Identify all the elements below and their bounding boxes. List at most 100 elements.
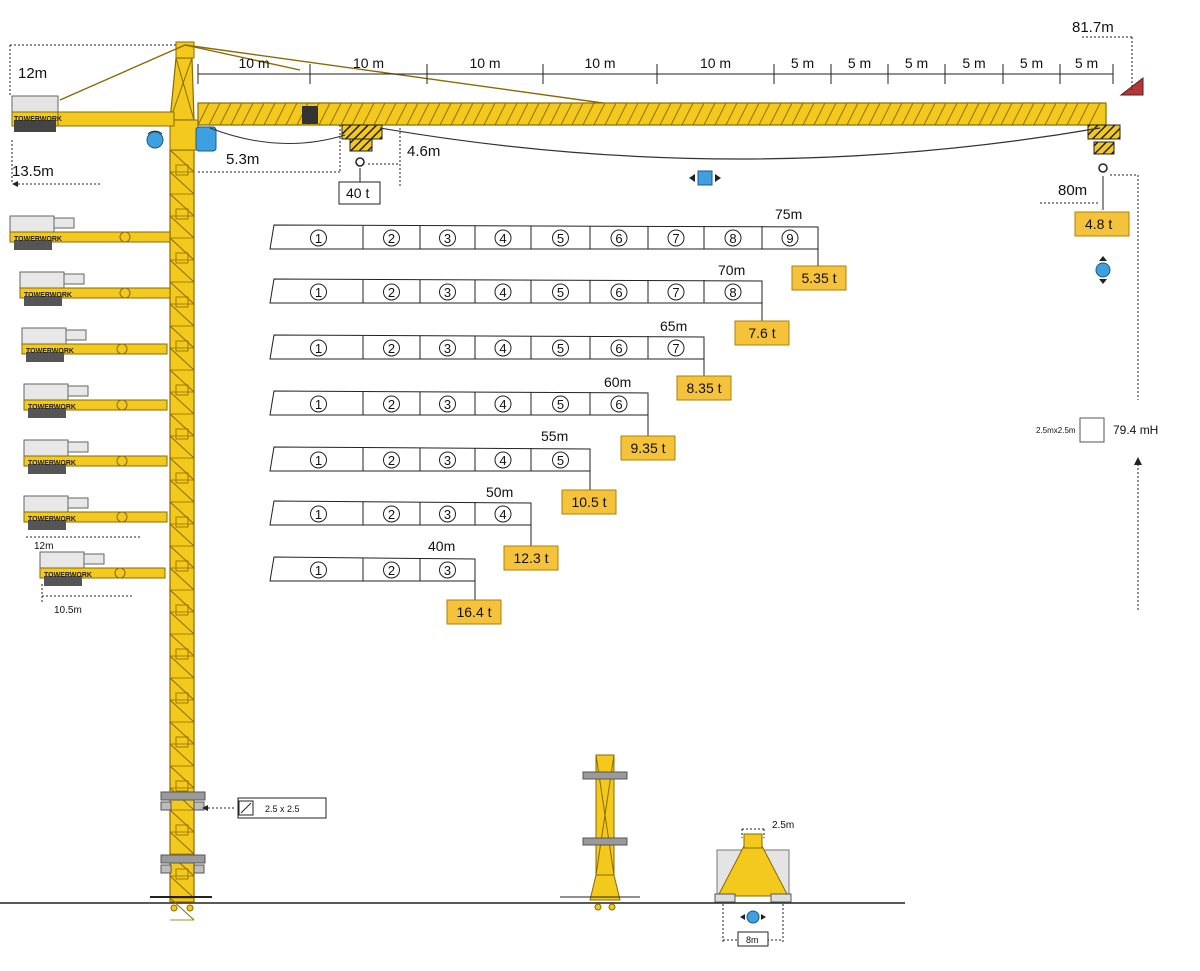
- section-number-circle: [552, 395, 569, 413]
- config-tip-load-box: [620, 435, 676, 461]
- section-number-circle: [494, 229, 512, 247]
- config-tip-load-box: [676, 375, 732, 401]
- counter-jib-main: [11, 95, 175, 132]
- config-length-label: 70m: [718, 262, 745, 278]
- config-length-label: 75m: [775, 206, 802, 222]
- section-number: 6: [615, 231, 622, 246]
- hoist-rope-back: [209, 127, 346, 145]
- section-number: 9: [786, 231, 793, 246]
- section-number: 2: [388, 341, 395, 356]
- config-length-label: 60m: [604, 374, 631, 390]
- section-number-circle: [781, 229, 799, 247]
- mast-detail: [560, 754, 640, 911]
- section-number: 3: [444, 285, 451, 300]
- config-length-label: 65m: [660, 318, 687, 334]
- section-number: 3: [444, 507, 451, 522]
- base-width-box: [737, 931, 769, 947]
- top-segment-label: 5 m: [1020, 55, 1043, 71]
- section-number-circle: [667, 339, 685, 357]
- label-hook-height: 4.6m: [407, 143, 440, 160]
- section-number: 3: [444, 397, 451, 412]
- section-number: 5: [557, 231, 564, 246]
- section-number-circle: [494, 395, 512, 413]
- mast-tie-lower: [160, 854, 206, 874]
- section-number-circle: [494, 283, 512, 301]
- section-number-circle: [439, 339, 456, 357]
- trolley-far: [1087, 124, 1121, 173]
- section-number-circle: [310, 229, 327, 247]
- brand-logo: TOWERWORK: [28, 404, 76, 411]
- section-number-circle: [724, 283, 742, 301]
- section-number-circle: [310, 451, 327, 469]
- mast-base: [150, 896, 212, 912]
- section-number-circle: [610, 283, 628, 301]
- brand-logo: TOWERWORK: [26, 348, 74, 355]
- section-number: 8: [729, 231, 736, 246]
- top-segment-label: 5 m: [962, 55, 985, 71]
- section-number: 4: [499, 231, 506, 246]
- section-number-circle: [310, 505, 327, 523]
- counter-jib-variant: TOWERWORK: [23, 439, 168, 474]
- section-number: 6: [615, 397, 622, 412]
- label-counter-jib-top: 12m: [18, 65, 47, 82]
- config-tip-load: 9.35 t: [630, 440, 665, 456]
- section-number: 5: [557, 341, 564, 356]
- trolley-near: [341, 124, 383, 167]
- counter-jib-variant: TOWERWORK: [39, 551, 166, 586]
- top-segment-label: 10 m: [353, 55, 384, 71]
- config-tip-load: 10.5 t: [571, 494, 606, 510]
- label-base-width: 8m: [746, 935, 759, 945]
- section-number-circle: [610, 229, 628, 247]
- section-number-circle: [310, 339, 327, 357]
- dimension-annotations: 81.7m 12m 13.5m 5.3m 4.6m 40 t 80m 4.8 t: [9, 19, 1158, 819]
- counter-jib-variant: TOWERWORK: [19, 271, 171, 306]
- section-number-circle: [439, 229, 456, 247]
- label-min-radius: 5.3m: [226, 151, 259, 168]
- section-number-circle: [552, 283, 569, 301]
- section-number-circle: [552, 339, 569, 357]
- counter-jib-variant: TOWERWORK: [23, 495, 168, 530]
- section-number: 2: [388, 231, 395, 246]
- hoist-drum: [302, 106, 318, 124]
- section-number-circle: [439, 395, 456, 413]
- config-tip-load-box: [503, 545, 559, 571]
- section-number-circle: [310, 561, 327, 579]
- section-number: 6: [615, 285, 622, 300]
- section-number: 7: [672, 231, 679, 246]
- top-segment-label: 10 m: [469, 55, 500, 71]
- brand-logo: TOWERWORK: [44, 572, 92, 579]
- section-number: 1: [315, 563, 322, 578]
- config-length-label: 40m: [428, 538, 455, 554]
- section-number: 5: [557, 285, 564, 300]
- section-number: 4: [499, 341, 506, 356]
- config-length-label: 55m: [541, 428, 568, 444]
- section-number: 5: [557, 453, 564, 468]
- section-number-circle: [383, 451, 400, 469]
- operator-cab: [195, 126, 217, 152]
- section-number-circle: [439, 561, 456, 579]
- base-slew-icon: [746, 910, 760, 924]
- section-number: 8: [729, 285, 736, 300]
- top-segment-label: 10 m: [584, 55, 615, 71]
- section-number: 1: [315, 507, 322, 522]
- section-number-circle: [383, 561, 400, 579]
- mast-section-box: [237, 797, 327, 819]
- section-number-circle: [552, 229, 569, 247]
- config-tip-load: 16.4 t: [456, 604, 491, 620]
- brand-logo-main: TOWERWORK: [14, 116, 62, 123]
- section-number: 4: [499, 285, 506, 300]
- section-number-circle: [310, 283, 327, 301]
- label-height-under-hook: 79.4 mH: [1113, 423, 1158, 437]
- section-number-circle: [383, 283, 400, 301]
- top-segment-label: 10 m: [700, 55, 731, 71]
- section-number-circle: [552, 451, 569, 469]
- section-number-circle: [610, 395, 628, 413]
